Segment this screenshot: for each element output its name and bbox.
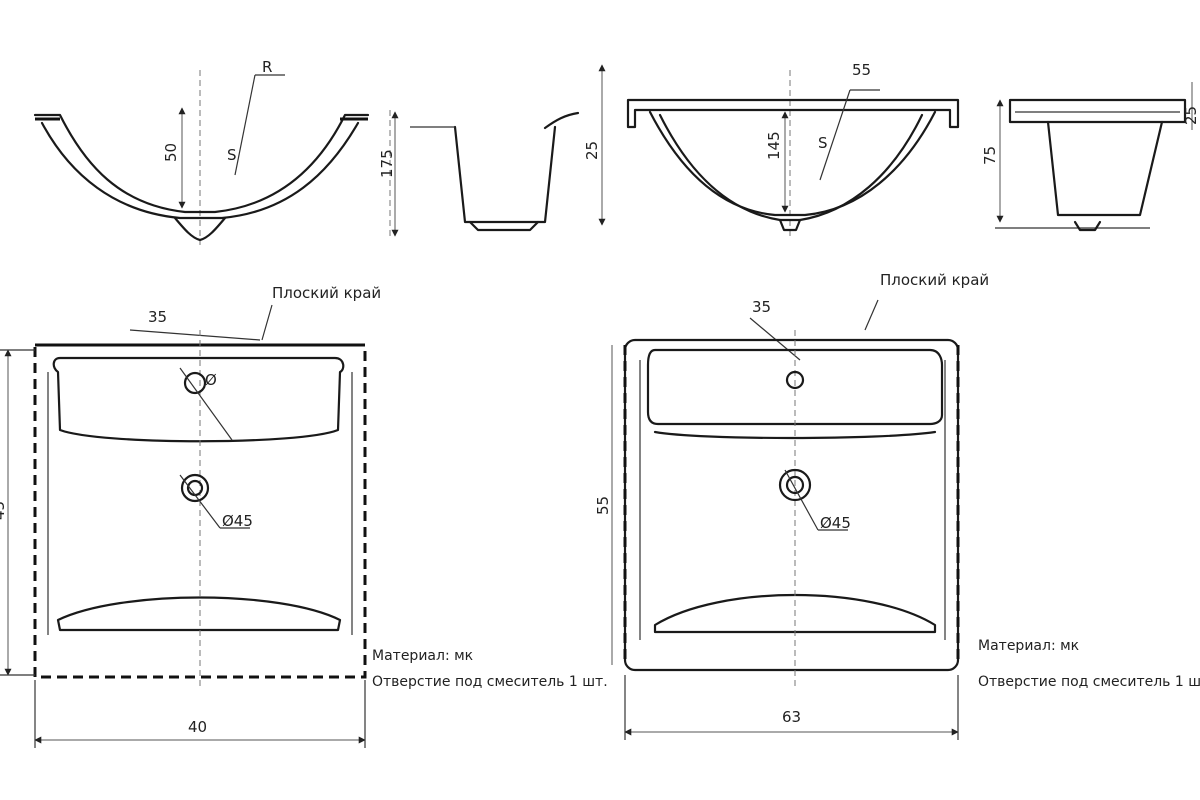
right-bowl-overall-height-label: 25: [583, 141, 601, 160]
left-side-height-label: 175: [378, 149, 396, 178]
left-plan-edge-label: 35: [148, 308, 167, 326]
right-front-section: 25 145 55 S: [583, 61, 960, 240]
left-plan-width-label: 40: [188, 718, 207, 736]
right-plan-width-label: 63: [782, 708, 801, 726]
svg-text:S: S: [818, 134, 828, 152]
right-note-line2: Отверстие под смеситель 1 шт.: [978, 674, 1200, 690]
right-bowl-depth-label: 145: [765, 131, 783, 160]
left-top-label: Плоский край: [272, 284, 381, 302]
right-plan-edge-label: 35: [752, 298, 771, 316]
right-plan-depth-label: 55: [594, 496, 612, 515]
left-side-section: 175: [378, 110, 580, 238]
right-side-section: 75 25: [981, 82, 1200, 232]
left-front-section: 50 R S: [33, 58, 370, 245]
left-plan-drain-top-label: Ø: [205, 371, 217, 389]
left-bowl-depth-label: 50: [162, 143, 180, 162]
right-note-line1: Материал: мк: [978, 638, 1079, 654]
left-drain-radius-label: R: [262, 58, 272, 76]
left-note-line2: Отверстие под смеситель 1 шт.: [372, 674, 608, 690]
right-side-lip-label: 25: [1182, 106, 1200, 125]
left-plan-view: Плоский край 35 45 Ø Ø45 40 Материал: мк…: [0, 284, 608, 748]
right-plan-view: Плоский край 35 55 Ø45 63 Материал: мк О…: [594, 271, 1200, 740]
left-plan-drain-bottom-label: Ø45: [222, 512, 253, 530]
right-top-label: Плоский край: [880, 271, 989, 289]
right-bowl-width-label: 55: [852, 61, 871, 79]
right-side-height-label: 75: [981, 146, 999, 165]
svg-text:S: S: [227, 146, 237, 164]
right-plan-drain-label: Ø45: [820, 514, 851, 532]
left-note-line1: Материал: мк: [372, 648, 473, 664]
left-plan-depth-label: 45: [0, 501, 8, 520]
